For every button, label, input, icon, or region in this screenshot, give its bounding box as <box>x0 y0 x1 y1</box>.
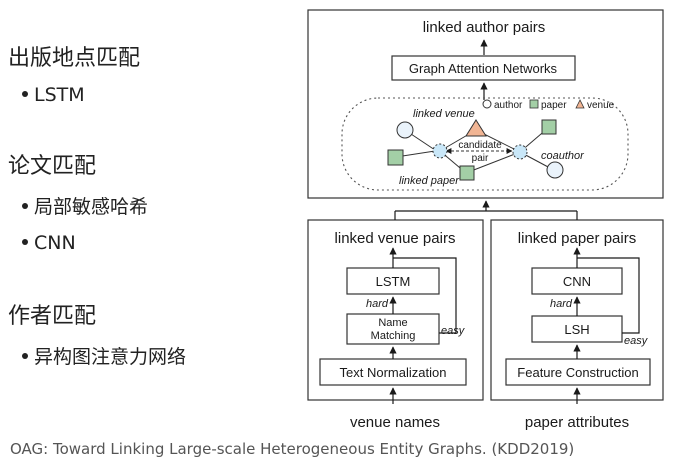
bullet-lsh-text: 局部敏感哈希 <box>34 196 149 218</box>
pair-label: pair <box>472 153 489 164</box>
candidate-author-right <box>512 144 528 160</box>
venue-names-input: venue names <box>350 414 440 431</box>
paper-node-bottom <box>459 165 475 181</box>
author-linking-frame <box>307 9 664 199</box>
venue-lstm-label: LSTM <box>376 274 411 289</box>
oag-architecture-diagram: linked author pairs Graph Attention Netw… <box>307 9 664 431</box>
citation-caption: OAG: Toward Linking Large-scale Heteroge… <box>10 440 575 458</box>
bullet-dot <box>22 90 28 97</box>
bullet-dot <box>22 238 28 245</box>
bullet-hgat-text: 异构图注意力网络 <box>34 346 187 368</box>
gat-label: Graph Attention Networks <box>409 61 558 76</box>
paper-node-left <box>387 149 404 166</box>
bullet-cnn: CNN <box>22 232 76 254</box>
feature-construction-box <box>505 358 651 386</box>
name-matching-label-1: Name <box>378 317 407 329</box>
bullet-lstm-text: LSTM <box>34 84 85 106</box>
legend-venue-icon <box>575 99 585 109</box>
lsh-box <box>531 315 623 343</box>
paper-easy-bypass <box>577 257 640 334</box>
gat-box <box>391 55 576 81</box>
paper-hard-label: hard <box>550 298 573 310</box>
candidate-author-left <box>432 143 448 159</box>
name-matching-label-2: Matching <box>371 330 416 342</box>
paper-easy-label: easy <box>624 335 649 347</box>
bullet-lsh: 局部敏感哈希 <box>22 192 148 219</box>
paper-attributes-input: paper attributes <box>525 414 629 431</box>
bullet-hgat: 异构图注意力网络 <box>22 342 186 369</box>
legend-author-label: author <box>494 100 523 111</box>
section-paper-matching-title: 论文匹配 <box>8 154 97 179</box>
coauthor-node <box>546 161 564 179</box>
section-author-matching-title: 作者匹配 <box>8 304 97 329</box>
venue-easy-bypass <box>393 257 457 334</box>
name-matching-box <box>346 313 440 345</box>
output-linked-author-pairs: linked author pairs <box>423 19 546 36</box>
venue-node <box>465 119 487 137</box>
legend-author-icon <box>482 99 492 109</box>
text-normalization-label: Text Normalization <box>340 365 447 380</box>
coauthor-label: coauthor <box>541 150 585 162</box>
merge-arrows <box>394 210 578 220</box>
venue-panel-title: linked venue pairs <box>335 230 456 247</box>
bullet-cnn-text: CNN <box>34 232 76 254</box>
legend-paper-icon <box>529 99 539 109</box>
legend-paper-label: paper <box>541 100 567 111</box>
candidate-label: candidate <box>458 140 502 151</box>
linked-venue-label: linked venue <box>413 108 475 120</box>
paper-panel-title: linked paper pairs <box>518 230 636 247</box>
linked-paper-label: linked paper <box>399 175 460 187</box>
bullet-dot <box>22 202 28 209</box>
paper-cnn-label: CNN <box>563 274 591 289</box>
venue-lstm-box <box>346 267 440 295</box>
legend-venue-label: venue <box>587 100 615 111</box>
heterogeneous-graph-region <box>341 97 629 191</box>
left-text-panel: 出版地点匹配 LSTM 论文匹配 局部敏感哈希 CNN 作者匹配 异构图注意力网… <box>0 0 300 430</box>
feature-construction-label: Feature Construction <box>517 365 638 380</box>
section-venue-matching-title: 出版地点匹配 <box>8 46 141 71</box>
bullet-lstm: LSTM <box>22 84 85 106</box>
lsh-label: LSH <box>564 322 589 337</box>
venue-easy-label: easy <box>441 325 466 337</box>
bullet-dot <box>22 352 28 359</box>
author-node-left <box>396 121 414 139</box>
venue-hard-label: hard <box>366 298 389 310</box>
paper-node-right <box>541 119 557 135</box>
